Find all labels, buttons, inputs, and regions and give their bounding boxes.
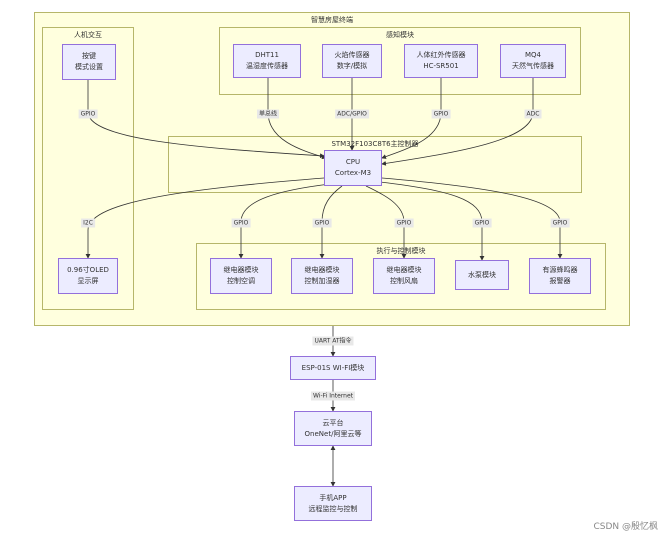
csdn-watermark: CSDN @殷忆枫 — [593, 522, 658, 532]
node-cloud-line1: 云平台 — [322, 418, 344, 427]
edge-cpu-buzzer — [381, 177, 563, 259]
node-relay-ac-line2: 控制空调 — [227, 277, 255, 285]
node-esp01s: ESP-01S WI-FI模块 — [290, 356, 376, 380]
group-title-sensors: 感知模块 — [386, 31, 414, 39]
edge-label-oled-i2c: I2C — [81, 218, 95, 228]
edge-label-hum-gpio: GPIO — [312, 218, 332, 228]
node-relay-hum-line2: 控制加湿器 — [304, 277, 340, 285]
edge-keys-cpu — [87, 80, 325, 159]
group-title-mcu: STM32F103C8T6主控制器 — [331, 140, 419, 148]
node-keys-line2: 模式设置 — [75, 63, 103, 71]
edge-label-ac-gpio: GPIO — [231, 218, 251, 228]
node-mq4: MQ4 天然气传感器 — [500, 44, 566, 78]
node-fire-line1: 火焰传感器 — [334, 51, 370, 59]
edge-label-dht-onewire: 单总线 — [256, 109, 280, 119]
edge-label-pump-gpio: GPIO — [472, 218, 492, 228]
node-fire-line2: 数字/模拟 — [336, 62, 368, 70]
group-title-actuators: 执行与控制模块 — [376, 247, 426, 255]
node-pir-line2: HC-SR501 — [423, 62, 459, 70]
node-pir-line1: 人体红外传感器 — [416, 51, 466, 59]
node-mobile-app: 手机APP 远程监控与控制 — [294, 486, 372, 521]
edge-label-uart: UART AT指令 — [312, 336, 354, 346]
node-mq4-line1: MQ4 — [524, 51, 541, 59]
edge-label-wifi: Wi-Fi Internet — [310, 391, 356, 401]
edge-label-fan-gpio: GPIO — [394, 218, 414, 228]
node-cloud: 云平台 OneNet/阿里云等 — [294, 411, 372, 446]
edge-label-buzzer-gpio: GPIO — [550, 218, 570, 228]
edge-label-fire-adc-gpio: ADC/GPIO — [335, 109, 369, 119]
node-buzzer-line2: 报警器 — [549, 277, 571, 285]
node-cpu-line2: Cortex-M3 — [334, 169, 372, 177]
node-mq4-line2: 天然气传感器 — [512, 62, 554, 70]
group-title-system: 智慧房屋终端 — [311, 16, 353, 24]
node-oled-line1: 0.96寸OLED — [67, 266, 109, 274]
node-fire-sensor: 火焰传感器 数字/模拟 — [322, 44, 382, 78]
node-pump: 水泵模块 — [455, 260, 509, 290]
node-dht11: DHT11 温湿度传感器 — [233, 44, 301, 78]
edge-label-pir-gpio: GPIO — [431, 109, 451, 119]
node-relay-fan-line2: 控制风扇 — [390, 277, 418, 285]
node-cpu: CPU Cortex-M3 — [324, 150, 382, 186]
node-relay-fan: 继电器模块 控制风扇 — [373, 258, 435, 294]
node-dht11-line2: 温湿度传感器 — [246, 62, 288, 70]
edge-cpu-oled — [85, 177, 325, 259]
node-buzzer: 有源蜂鸣器 报警器 — [529, 258, 591, 294]
node-keys-line1: 按键 — [82, 52, 96, 60]
node-relay-ac-line1: 继电器模块 — [223, 266, 259, 274]
group-title-hmi: 人机交互 — [74, 31, 102, 39]
node-oled-line2: 显示屏 — [77, 277, 99, 285]
node-pump-line1: 水泵模块 — [468, 270, 496, 279]
node-relay-humidifier: 继电器模块 控制加湿器 — [291, 258, 353, 294]
edge-mq4-cpu — [381, 78, 534, 166]
edge-label-keys-gpio: GPIO — [78, 109, 98, 119]
node-buzzer-line1: 有源蜂鸣器 — [542, 266, 578, 274]
node-oled: 0.96寸OLED 显示屏 — [58, 258, 118, 294]
node-relay-hum-line1: 继电器模块 — [304, 266, 340, 274]
node-pir-sensor: 人体红外传感器 HC-SR501 — [404, 44, 478, 78]
node-cpu-line1: CPU — [345, 158, 361, 166]
node-app-line1: 手机APP — [319, 493, 347, 502]
node-relay-ac: 继电器模块 控制空调 — [210, 258, 272, 294]
node-keys: 按键 模式设置 — [62, 44, 116, 80]
node-app-line2: 远程监控与控制 — [308, 504, 358, 513]
node-cloud-line2: OneNet/阿里云等 — [304, 429, 362, 438]
node-esp-line1: ESP-01S WI-FI模块 — [301, 363, 365, 372]
node-dht11-line1: DHT11 — [255, 51, 279, 59]
edge-label-mq4-adc: ADC — [524, 109, 542, 119]
node-relay-fan-line1: 继电器模块 — [386, 266, 422, 274]
